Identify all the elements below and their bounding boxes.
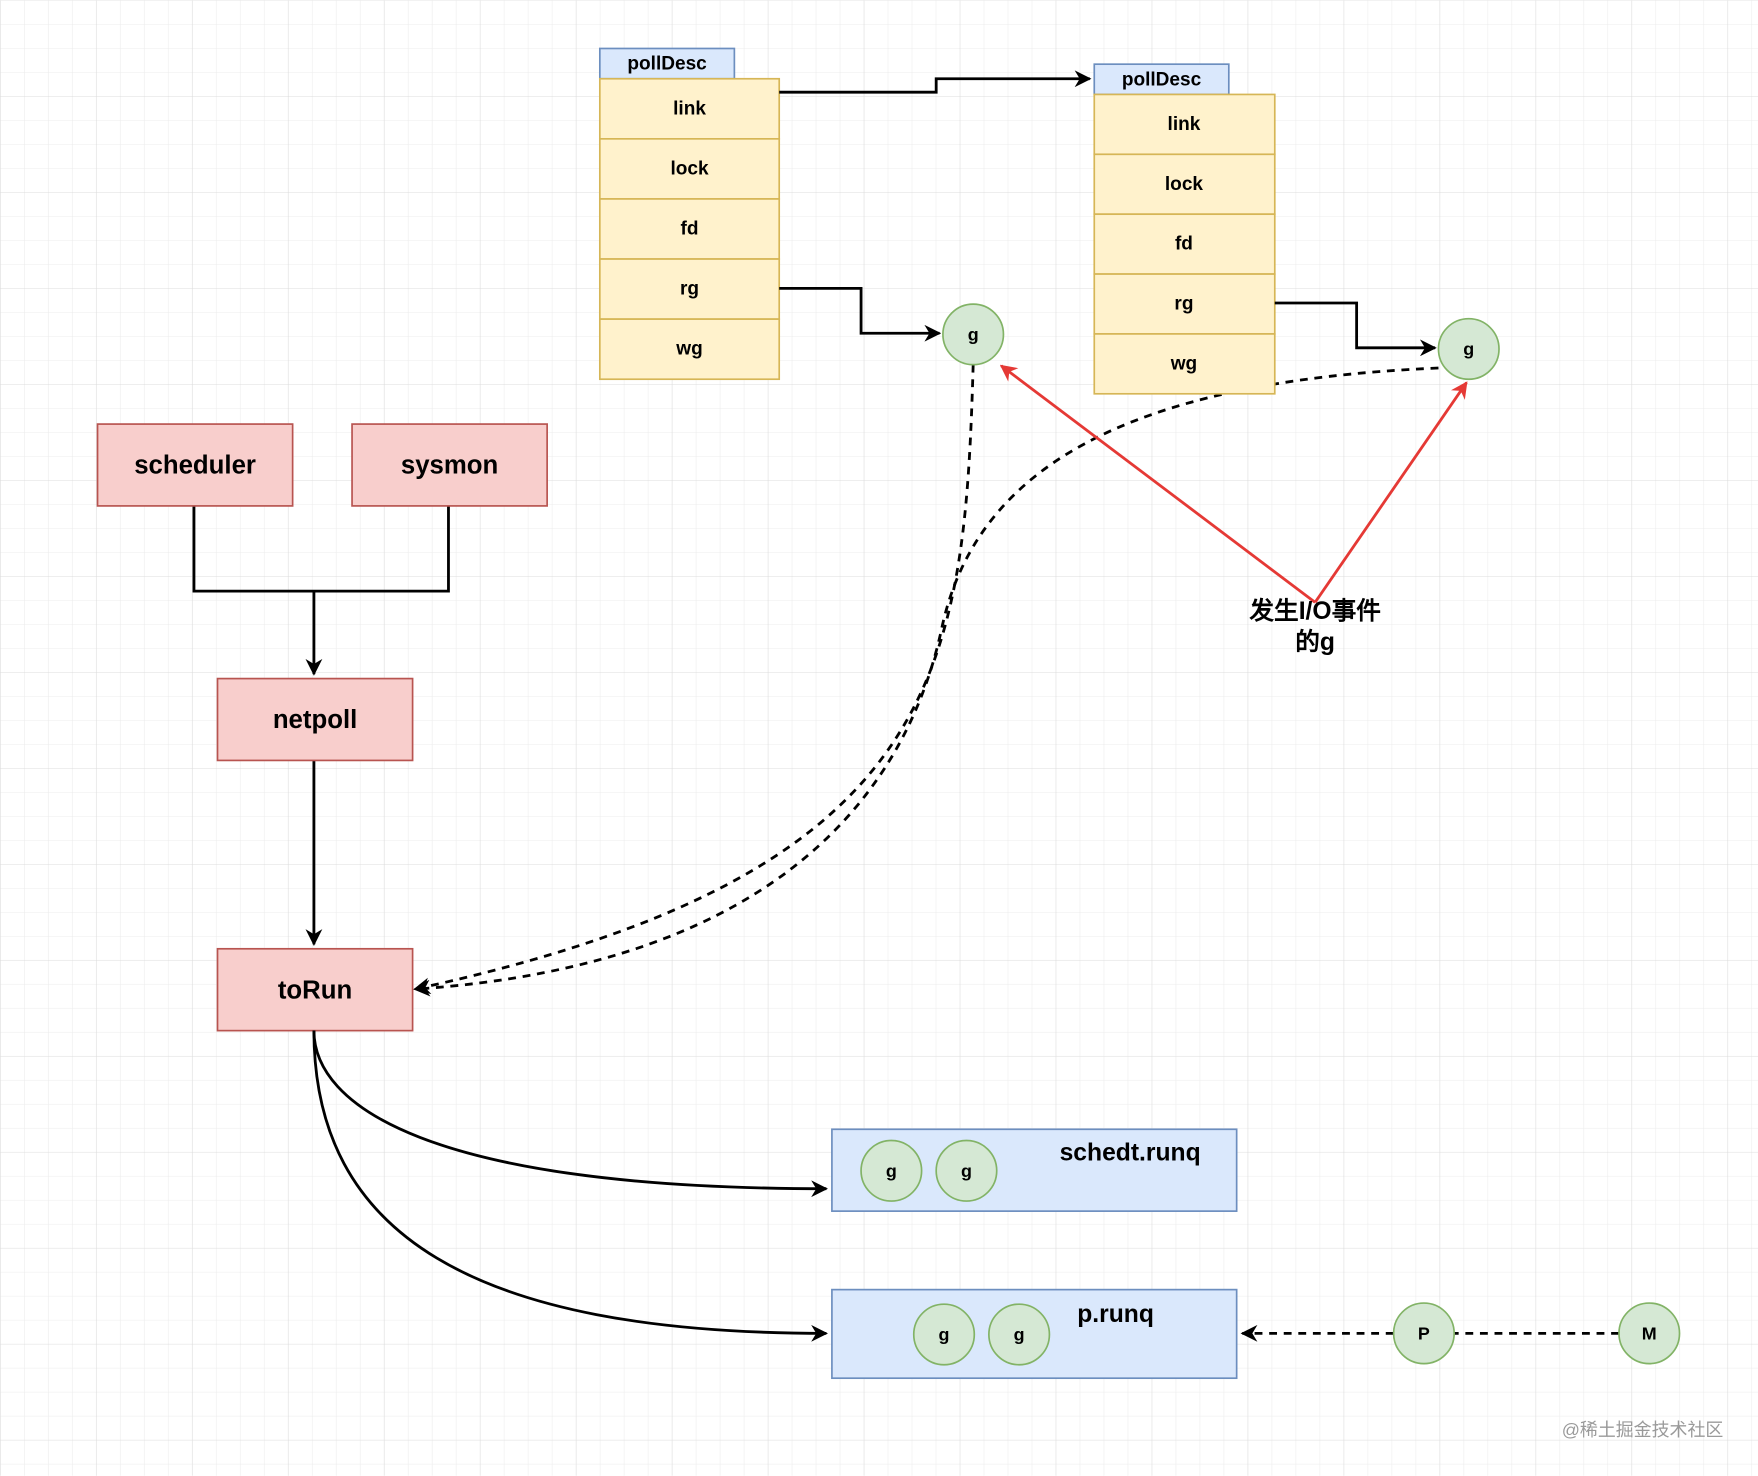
io-event-annotation: 发生I/O事件 的g — [1248, 596, 1381, 656]
g-label: g — [1463, 339, 1474, 359]
torun-box — [216, 947, 414, 1032]
poll-desc-2-field-fd-label: fd — [1175, 234, 1193, 255]
poll-desc-1-g: g — [942, 303, 1005, 366]
m-node: M — [1618, 1302, 1681, 1365]
rg1-to-g-arrow — [779, 287, 942, 342]
sysmon-box — [351, 423, 548, 507]
scheduler-node: scheduler — [96, 423, 294, 507]
torun-label: toRun — [278, 976, 352, 1004]
g-circle — [988, 1303, 1051, 1366]
p-label: P — [1418, 1323, 1430, 1343]
poll-desc-2-header-label: pollDesc — [1122, 69, 1202, 90]
netpoll-label: netpoll — [273, 706, 357, 734]
poll-desc-1-field-lock-label: lock — [670, 158, 709, 179]
poll-desc-1-field-rg-label: rg — [680, 279, 699, 300]
io-event-arrow-to-g1 — [999, 364, 1316, 604]
schedt-runq-label: schedt.runq — [1060, 1139, 1201, 1166]
sysmon-node: sysmon — [351, 423, 548, 507]
poll-desc-1-field-fd-label: fd — [681, 218, 699, 239]
poll-desc-1-field-rg — [598, 258, 781, 320]
g1-to-torun-dashed-curve — [413, 364, 975, 995]
poll-desc-2-field-fd — [1093, 213, 1276, 275]
scheduler-sysmon-join-line — [192, 505, 450, 593]
poll-desc-2-field-lock-label: lock — [1165, 174, 1204, 195]
poll-desc-2-field-rg-label: rg — [1174, 293, 1193, 314]
poll-desc-2-g: g — [1437, 317, 1500, 381]
poll-desc-2-header — [1093, 63, 1230, 96]
m-label: M — [1642, 1323, 1657, 1343]
p-runq-label: p.runq — [1077, 1301, 1154, 1328]
poll-desc-2-field-lock — [1093, 153, 1276, 216]
g-circle — [935, 1139, 998, 1202]
torun-to-schedt-runq-curve — [312, 1030, 828, 1198]
p-circle — [1392, 1302, 1456, 1365]
annotation-line-2: 的g — [1295, 627, 1335, 656]
scheduler-label: scheduler — [134, 452, 256, 480]
torun-node: toRun — [216, 947, 414, 1032]
poll-desc-1-field-lock — [598, 138, 781, 200]
g-label: g — [939, 1324, 950, 1344]
m-circle — [1618, 1302, 1681, 1365]
rg2-to-g-arrow — [1274, 301, 1437, 357]
poll-desc-1: pollDesc link lock fd rg wg — [598, 47, 781, 381]
netpoll-node: netpoll — [216, 677, 414, 762]
poll-desc-2-field-rg — [1093, 273, 1276, 335]
annotation-line-1: 发生I/O事件 — [1248, 596, 1381, 625]
p-node: P — [1392, 1302, 1456, 1365]
g-circle — [860, 1139, 923, 1202]
poll-desc-1-field-wg — [598, 318, 781, 381]
poll-desc-2-field-link-label: link — [1168, 114, 1201, 135]
scheduler-box — [96, 423, 294, 507]
p-runq: p.runq g g — [831, 1288, 1238, 1380]
g-label: g — [886, 1161, 897, 1181]
g-label: g — [968, 324, 979, 344]
link-to-next-polldesc-arrow — [779, 70, 1092, 94]
io-event-arrow-to-g2 — [1313, 381, 1468, 604]
poll-desc-1-field-link — [598, 77, 781, 140]
poll-desc-1-field-wg-label: wg — [675, 339, 702, 360]
watermark: @稀土掘金技术社区 — [1562, 1420, 1724, 1440]
poll-desc-2-field-wg — [1093, 333, 1276, 395]
poll-desc-2: pollDesc link lock fd rg wg — [1093, 63, 1276, 395]
netpoll-box — [216, 677, 414, 762]
g2-to-torun-dashed-curve — [413, 366, 1439, 997]
g-circle — [942, 303, 1005, 366]
sysmon-label: sysmon — [401, 452, 498, 480]
g-circle — [1437, 317, 1500, 381]
poll-desc-1-header-label: pollDesc — [627, 54, 707, 75]
torun-to-p-runq-curve — [312, 1030, 828, 1342]
poll-desc-2-field-wg-label: wg — [1170, 353, 1197, 374]
poll-desc-1-field-link-label: link — [673, 98, 706, 119]
g-circle — [912, 1303, 976, 1366]
g-label: g — [1014, 1324, 1025, 1344]
g-label: g — [961, 1161, 972, 1181]
schedt-runq: schedt.runq g g — [831, 1128, 1238, 1212]
